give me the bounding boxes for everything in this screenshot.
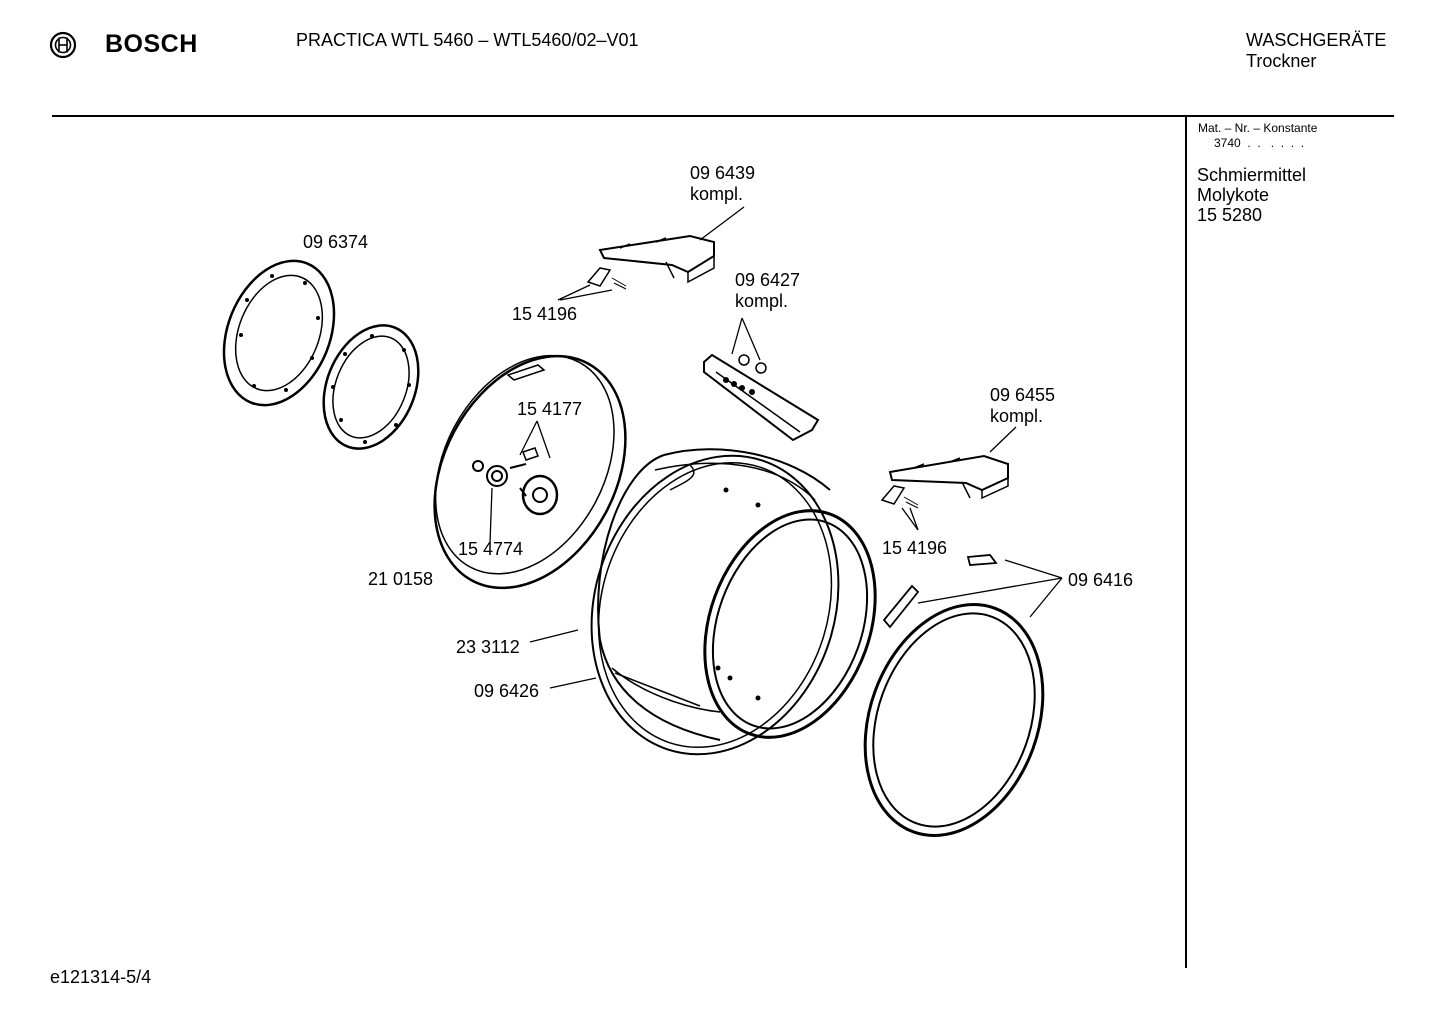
part-label-096439: 09 6439 — [690, 163, 756, 183]
seal-clip — [966, 554, 998, 566]
material-number-label: Mat. – Nr. – Konstante — [1198, 121, 1318, 135]
drum-front-rim — [703, 509, 877, 739]
header-divider — [52, 115, 1394, 117]
category-label: WASCHGERÄTE — [1246, 30, 1387, 50]
part-label-154196-a: 15 4196 — [512, 304, 578, 324]
felt-ring-096416 — [863, 603, 1045, 837]
subcategory-label: Trockner — [1246, 51, 1317, 71]
part-label-210158: 21 0158 — [368, 569, 434, 589]
part-label-096427-sub: kompl. — [735, 291, 789, 311]
sidebar-divider — [1185, 117, 1187, 968]
bracket-096455 — [880, 454, 1009, 509]
bearing-hub-154774 — [472, 447, 559, 516]
gasket-ring-096374 — [222, 259, 336, 407]
rear-drum-wall-210158 — [433, 354, 627, 590]
bracket-096427 — [703, 353, 820, 442]
material-number-value: 3740 . . . . . . — [1214, 136, 1305, 150]
part-label-154196-b: 15 4196 — [882, 538, 948, 558]
part-label-096427: 09 6427 — [735, 270, 801, 290]
part-label-096455-sub: kompl. — [990, 406, 1044, 426]
part-label-154177: 15 4177 — [517, 399, 583, 419]
part-label-233112: 23 3112 — [456, 637, 520, 657]
lubricant-name: Molykote — [1197, 185, 1270, 205]
lubricant-part-number: 15 5280 — [1197, 205, 1263, 225]
brand-name: BOSCH — [105, 30, 198, 58]
seal-segment — [882, 584, 920, 629]
drum-body-233112 — [597, 448, 831, 741]
leader-lines — [489, 206, 1063, 689]
part-label-154774: 15 4774 — [458, 539, 524, 559]
part-label-096416: 09 6416 — [1068, 570, 1134, 590]
part-label-096455: 09 6455 — [990, 385, 1056, 405]
part-label-096374: 09 6374 — [303, 232, 369, 252]
part-label-096439-sub: kompl. — [690, 184, 744, 204]
drum-seal-096426 — [590, 454, 840, 756]
part-label-096426: 09 6426 — [474, 681, 540, 701]
bosch-logo-icon — [49, 31, 77, 59]
page-title: PRACTICA WTL 5460 – WTL5460/02–V01 — [296, 30, 639, 50]
lubricant-note: Schmiermittel — [1197, 165, 1307, 185]
document-code: e121314-5/4 — [50, 967, 152, 987]
exploded-parts-diagram — [222, 206, 1063, 837]
bracket-096439 — [586, 234, 715, 290]
mounting-ring — [322, 324, 420, 450]
